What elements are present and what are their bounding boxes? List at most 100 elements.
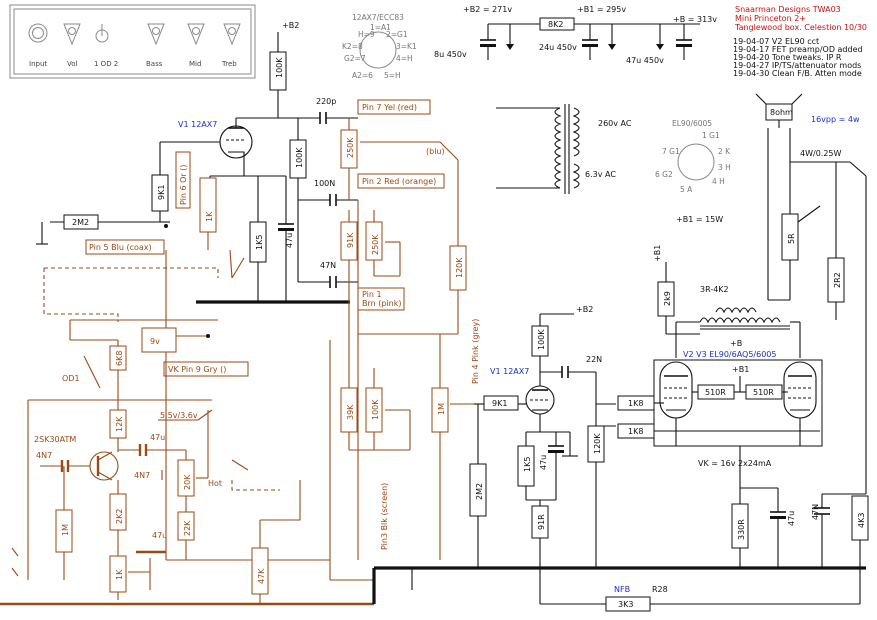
resistor-330r-label: 330R (737, 519, 746, 540)
resistor-1k5-top-label: 1K5 (255, 235, 264, 250)
ot-center-tap-label: +B (730, 339, 742, 348)
ecc83-pin: G2=7 (344, 54, 366, 63)
revision-line: 19-04-30 Clean F/B. Atten mode (733, 69, 862, 78)
panel-label-od: 1 OD 2 (94, 60, 118, 68)
pot-250k-bass-label: 250K (371, 234, 380, 255)
wire-vk-pin9-tag: VK Pin 9 Gry () (168, 365, 226, 374)
resistor-1k8-top-label: 1K8 (628, 399, 643, 408)
wire-tags: Pin 7 Yel (red) Pin 2 Red (orange) Pin 1… (85, 99, 445, 377)
treb-knob-icon (223, 23, 241, 46)
b1-grid-label: +B1 (732, 365, 749, 374)
resistor-2r2-label: 2R2 (833, 272, 842, 288)
v3-tube-icon (783, 361, 817, 419)
speaker-icon (755, 93, 803, 128)
v1-bottom-label: V1 12AX7 (490, 367, 529, 376)
b1-power-label: +B1 = 15W (676, 215, 723, 224)
resistor-9k1-bottom-label: 9K1 (492, 399, 507, 408)
title-line-1: Snaarman Designs TWA03 (735, 5, 841, 14)
v1-bottom-stage: +B2 100K V1 12AX7 22N 120K 9K1 2M2 (469, 305, 616, 604)
hot-label: Hot (208, 479, 222, 488)
pot-20k-label: 20K (183, 474, 192, 490)
revision-line: 19-04-20 Tone tweaks. IP R (733, 53, 842, 62)
resistor-22k-label: 22K (183, 520, 192, 536)
b2-top-label: +B2 (282, 21, 299, 30)
resistor-1k8-bottom-label: 1K8 (628, 427, 643, 436)
resistor-9k1-top-label: 9K1 (157, 185, 166, 200)
el90-title: EL90/6005 (672, 119, 712, 128)
power-supply: +B2 = 271v +B1 = 295v +B = 313v 8K2 8u 4… (434, 5, 717, 65)
wire-pin4-tag: Pin 4 Pink (grey) (471, 319, 480, 384)
capacitor-22n-label: 22N (586, 355, 602, 364)
pot-1k-fet-label: 1K (115, 569, 124, 580)
resistor-120k-grid-label: 120K (593, 433, 602, 454)
ecc83-title: 12AX7/ECC83 (352, 13, 404, 22)
wire-pin1-tag: Brn (pink) (362, 299, 402, 308)
title-block: Snaarman Designs TWA03 Mini Princeton 2+… (733, 5, 867, 78)
resistor-100k-plate-label: 100K (275, 57, 284, 78)
wire-pin7-tag: Pin 7 Yel (red) (362, 103, 417, 112)
capacitor-4n7-fet-label: 4N7 (134, 471, 150, 480)
resistor-2m2-grid-label: 2M2 (475, 483, 484, 500)
capacitor-47u-cathode-label: 47u (787, 511, 796, 526)
capacitor-47u-v1b-label: 47u (539, 455, 548, 470)
b2-voltage-label: +B2 = 271v (463, 5, 512, 14)
bass-knob-icon (147, 23, 165, 46)
title-line-2: Mini Princeton 2+ (735, 14, 806, 23)
resistor-6k8-label: 6K8 (115, 351, 124, 366)
v1-top-label: V1 12AX7 (178, 120, 217, 129)
output-stage: 8ohm 16vpp = 4w 4W/0.25W 5R 2R2 47N 4K3 … (540, 93, 869, 612)
el90-pinout: EL90/6005 1 G1 7 G1 2 K 3 H 6 G2 4 H 5 A (655, 119, 731, 194)
resistor-2m2-input-label: 2M2 (72, 218, 89, 227)
b-voltage-label: +B = 313v (673, 15, 717, 24)
output-transformer-label: 3R-4K2 (700, 285, 729, 294)
pot-1m-volume-label: 1M (437, 403, 446, 415)
power-amp-stage: +B1 = 15W +B1 2k9 3R-4K2 +B V2 V3 EL90/6… (617, 215, 823, 568)
revision-line: 19-04-27 IP/TS/attenuator mods (733, 61, 861, 70)
capacitor-4n7-input-label: 4N7 (36, 451, 52, 460)
battery-9v-label: 9v (150, 337, 160, 346)
ecc83-pin: 1=A1 (370, 23, 391, 32)
wire-pin3-tag: Pin3 Blk (screen) (380, 483, 389, 550)
el90-pin: 2 K (718, 147, 731, 156)
resistor-1m-fet-label: 1M (61, 524, 70, 536)
vk-label: VK = 16v 2x24mA (698, 459, 772, 468)
ecc83-pinout: 12AX7/ECC83 1=A1 H=9 2=G1 K2=8 3=K1 G2=7… (342, 13, 417, 80)
el90-pin: 3 H (718, 163, 731, 172)
resistor-2k9-label: 2k9 (663, 291, 672, 306)
revision-line: 19-04-17 FET preamp/OD added (733, 45, 863, 54)
el90-pin: 5 A (680, 185, 693, 194)
speaker-label: 8ohm (770, 108, 793, 117)
capacitor-24u (582, 24, 598, 60)
power-transformer: 260v AC 6.3v AC (496, 104, 632, 194)
resistor-4k3-label: 4K3 (857, 513, 866, 528)
capacitor-47u-supply-label: 47u 450v (626, 56, 664, 65)
capacitor-220p-label: 220p (316, 97, 336, 106)
fet-od-stage: 1K 6K8 OD1 9v 12K 2SK30ATM 5.5v/3.6v (0, 177, 374, 606)
resistor-510r-left-label: 510R (705, 388, 726, 397)
ecc83-pin: 5=H (384, 71, 401, 80)
wire-pin1-tag: Pin 1 (362, 290, 382, 299)
v1-top-tube-icon (219, 118, 253, 160)
ecc83-pin: 3=K1 (396, 42, 417, 51)
od-switch-icon (95, 24, 109, 43)
capacitor-47u-top-label: 47u (285, 233, 294, 248)
resistor-1k-od-label: 1K (205, 211, 214, 222)
capacitor-47n-out-label: 47N (811, 504, 820, 520)
wire-pin5-tag: Pin 5 Blu (coax) (89, 243, 152, 252)
attenuator-label: 4W/0.25W (800, 149, 842, 158)
od1-label: OD1 (62, 374, 80, 383)
v1-bottom-tube-icon (525, 385, 555, 415)
revision-line: 19-04-07 V2 EL90 cct (733, 37, 819, 46)
resistor-510r-right-label: 510R (753, 388, 774, 397)
resistor-9k1-bottom (483, 395, 519, 411)
supply-arrow-icon (506, 44, 514, 50)
el90-pin: 7 G1 (662, 147, 680, 156)
power-tubes-box (653, 359, 823, 447)
fet-transistor-icon (89, 451, 119, 481)
output-transformer-icon (699, 307, 790, 330)
resistor-1k5-bottom-label: 1K5 (523, 457, 532, 472)
supply-arrow-icon (608, 44, 616, 50)
panel-label-mid: Mid (189, 60, 201, 68)
resistor-91k-label: 91K (346, 232, 355, 248)
b2-mid-label: +B2 (576, 305, 593, 314)
